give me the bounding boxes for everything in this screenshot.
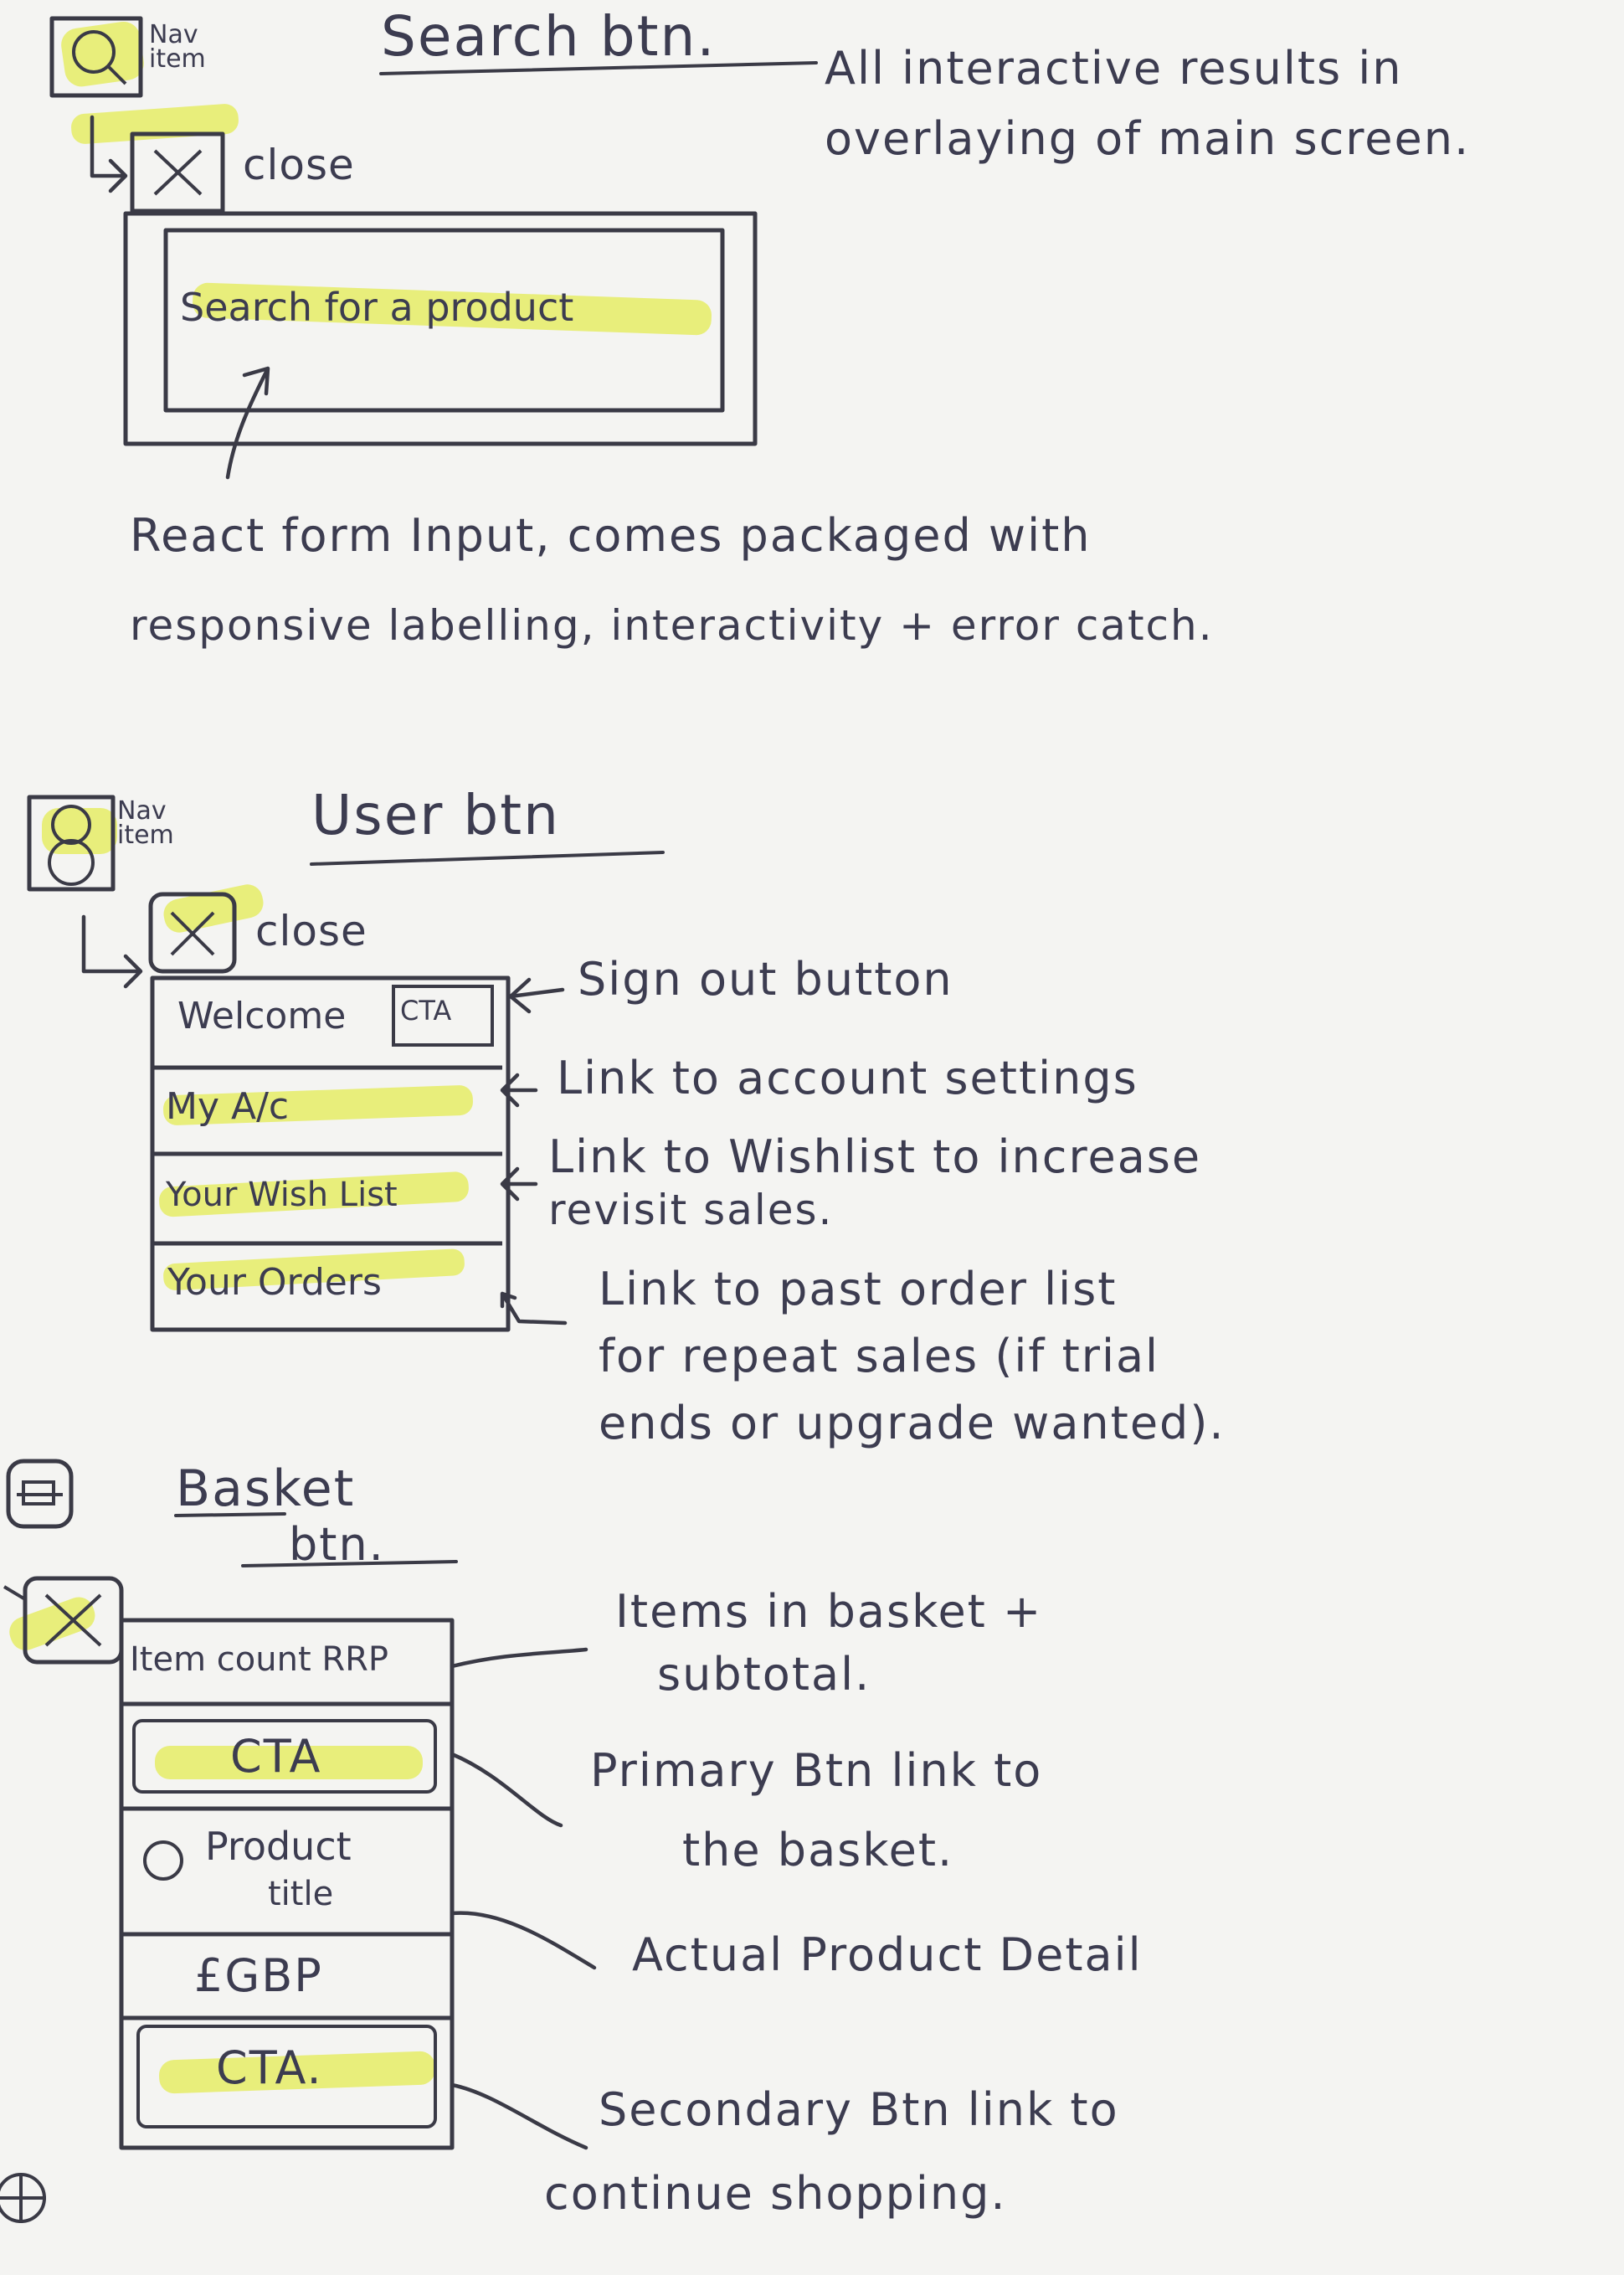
basket-product-price: £GBP [194,1949,323,2002]
account-settings-note: Link to account settings [557,1052,1138,1104]
sign-out-cta-button[interactable]: CTA [400,995,452,1027]
search-nav-item-label: Nav item [149,20,206,74]
search-input-frame [163,228,725,413]
basket-secondary-note-line2: continue shopping. [544,2167,1007,2220]
user-menu-your-orders[interactable]: Your Orders [167,1261,382,1304]
wishlist-note-line2: revisit sales. [548,1186,834,1234]
basket-primary-note-line2: the basket. [682,1824,954,1876]
orders-note-line1: Link to past order list [599,1263,1118,1315]
basket-product-title-line1[interactable]: Product [205,1824,352,1869]
basket-btn-heading-line2: btn. [289,1518,385,1571]
basket-secondary-note-line1: Secondary Btn link to [599,2083,1119,2136]
basket-secondary-cta-button[interactable]: CTA. [216,2041,323,2094]
user-close-label: close [255,907,367,955]
basket-product-detail-note: Actual Product Detail [632,1928,1143,1981]
search-overlay-note: All interactive results in overlaying of… [825,42,1471,165]
basket-btn-heading-line1: Basket [176,1459,356,1518]
search-nav-icon-box [49,16,143,98]
user-nav-item-label: Nav item [117,796,174,850]
basket-primary-note-line1: Primary Btn link to [590,1744,1043,1797]
user-nav-icon-box [27,795,116,892]
user-menu-wish-list[interactable]: Your Wish List [166,1176,398,1214]
user-btn-heading: User btn [311,783,561,847]
search-overlay-frame [123,211,758,446]
basket-items-note-line1: Items in basket + [615,1585,1043,1638]
wishlist-note-line1: Link to Wishlist to increase [548,1130,1202,1183]
basket-panel-frame [119,1618,455,2150]
orders-note-line2: for repeat sales (if trial [599,1330,1160,1382]
basket-items-note-line2: subtotal. [657,1648,871,1701]
cart-doodle-icon [0,2173,46,2223]
user-menu-my-account[interactable]: My A/c [166,1085,290,1128]
react-form-note-line1: React form Input, comes packaged with [130,509,1092,562]
basket-product-title-line2[interactable]: title [268,1875,334,1913]
user-menu-welcome[interactable]: Welcome [177,995,347,1037]
search-product-input[interactable] [180,275,707,340]
search-btn-heading: Search btn. [381,4,717,69]
user-menu-frame [150,975,511,1332]
user-close-box [148,892,237,974]
sign-out-note: Sign out button [578,953,953,1006]
basket-primary-cta-button[interactable]: CTA [230,1730,322,1783]
basket-nav-icon [6,1459,74,1529]
search-close-label: close [243,141,355,189]
react-form-note-line2: responsive labelling, interactivity + er… [130,601,1214,650]
search-close-box [130,131,225,214]
basket-item-count-rrp: Item count RRP [130,1640,389,1679]
orders-note-line3: ends or upgrade wanted). [599,1397,1226,1449]
